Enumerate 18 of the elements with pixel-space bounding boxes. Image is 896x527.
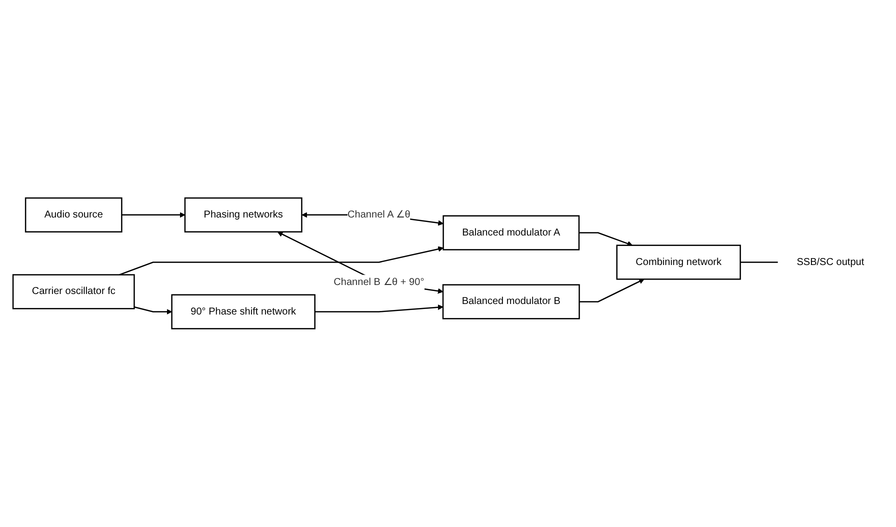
node-box: Audio source [24, 198, 122, 233]
node-box: Balanced modulator B [442, 284, 580, 320]
node-text: SSB/SC output [796, 256, 864, 268]
arrow [134, 306, 172, 315]
edge-label: Channel B ∠θ + 90° [334, 276, 424, 288]
arrow [277, 232, 444, 294]
edge-label: Channel A ∠θ [348, 209, 410, 220]
arrow [579, 232, 633, 246]
node-box: Carrier oscillator fc [12, 274, 135, 310]
arrow [314, 304, 444, 313]
connector [740, 262, 778, 264]
node-box: Balanced modulator A [442, 215, 580, 250]
arrow [579, 279, 644, 303]
node-box: Phasing networks [184, 198, 302, 233]
node-box: 90° Phase shift network [171, 294, 316, 330]
arrow [119, 246, 444, 276]
arrow [122, 212, 186, 218]
node-box: Combining network [616, 244, 741, 280]
